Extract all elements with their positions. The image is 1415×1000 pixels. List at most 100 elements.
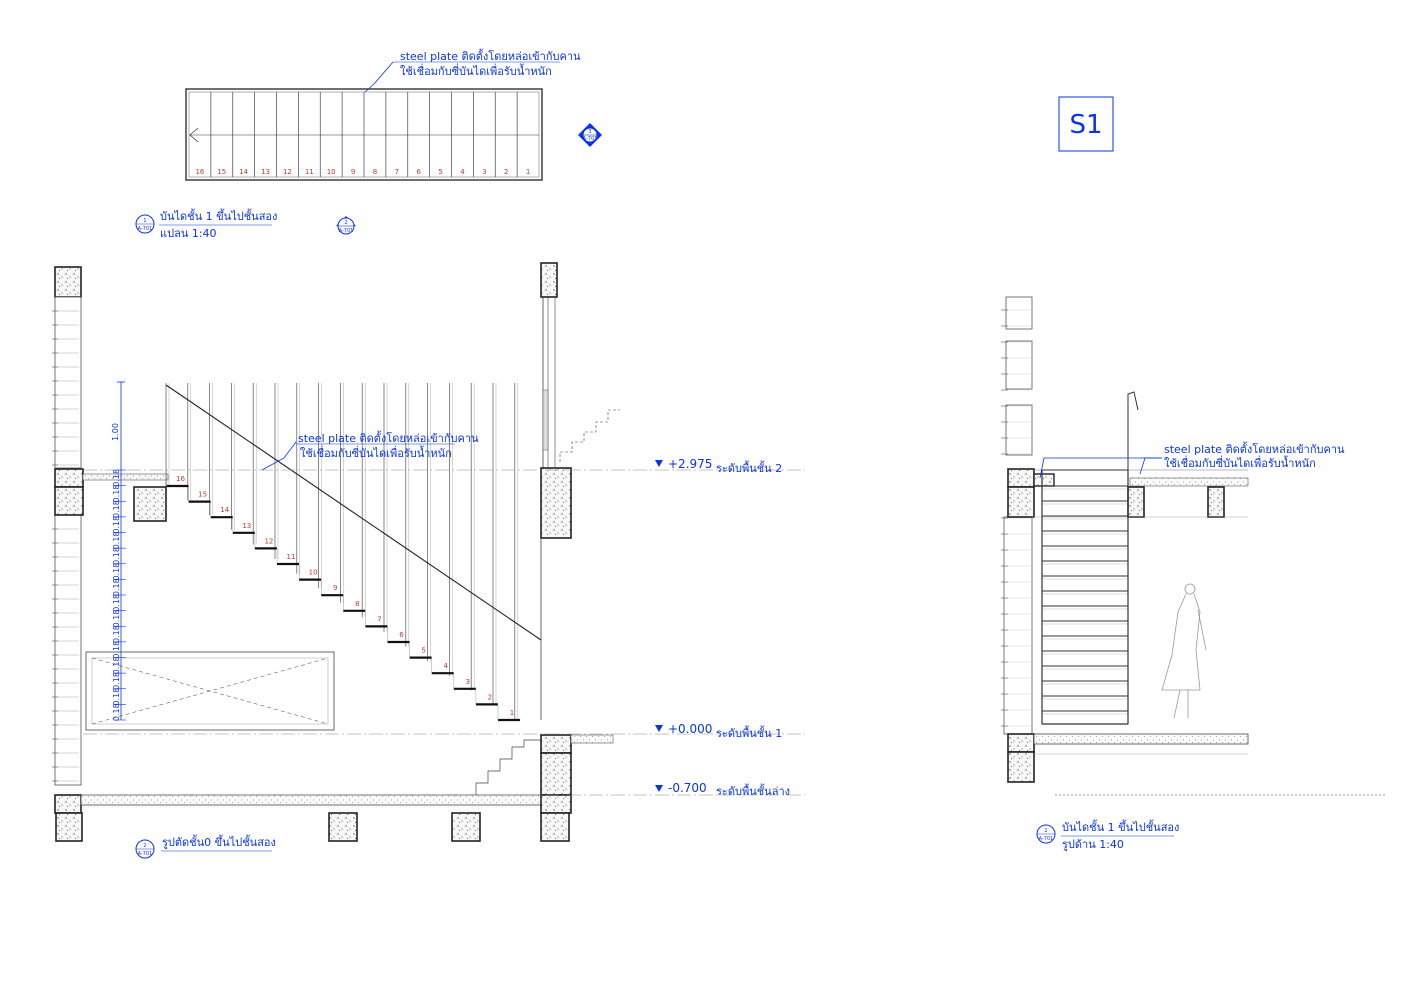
plan-note-line2: ใช้เชื่อมกับซี่บันไดเพื่อรับน้ำหนัก bbox=[400, 63, 552, 78]
plan-step-number: 6 bbox=[416, 168, 421, 176]
riser-dim-text: 0.18 bbox=[112, 531, 121, 549]
section-step-number: 14 bbox=[220, 506, 229, 514]
section-step-number: 11 bbox=[287, 553, 296, 561]
section-marker-num: 3 bbox=[588, 129, 591, 135]
section-title-block: 2 A-701 รูปตัดชั้น0 ขึ้นไปชั้นสอง bbox=[135, 834, 276, 859]
plan-note-line1: steel plate ติดตั้งโดยหล่อเข้ากับคาน bbox=[400, 48, 581, 63]
riser-dim-text: 0.18 bbox=[112, 578, 121, 596]
section-step-number: 2 bbox=[488, 693, 492, 701]
level-value-floor-1: +0.000 bbox=[668, 722, 712, 736]
riser-dim-text: 0.18 bbox=[112, 594, 121, 612]
riser-dim-text: 0.18 bbox=[112, 469, 121, 487]
section-marker[interactable]: 3 A-701 bbox=[578, 123, 602, 147]
riser-dim-text: 0.18 bbox=[112, 547, 121, 565]
riser-dim-text: 0.18 bbox=[112, 641, 121, 659]
section-step-number: 9 bbox=[333, 584, 337, 592]
section-step-number: 6 bbox=[399, 631, 404, 639]
plan-title-block: 1 A-701 บันไดชั้น 1 ขึ้นไปชั้นสอง แปลน 1… bbox=[135, 208, 277, 240]
level-label-floor-2: ระดับพื้นชั้น 2 bbox=[716, 460, 782, 475]
section-step-number: 1 bbox=[510, 709, 514, 717]
elevation-subtitle: รูปด้าน 1:40 bbox=[1062, 838, 1124, 851]
stair-steps bbox=[166, 471, 520, 722]
section-step-number: 8 bbox=[355, 600, 359, 608]
riser-dim-text: 0.18 bbox=[112, 703, 121, 721]
level-mark-basement: -0.700 ระดับพื้นชั้นล่าง bbox=[655, 781, 790, 798]
elevation-treads bbox=[1042, 485, 1128, 725]
level-value-basement: -0.700 bbox=[668, 781, 707, 795]
plan-step-numbers: 16 15 14 13 12 11 10 9 8 7 6 5 4 3 2 1 bbox=[195, 168, 530, 176]
level-value-floor-2: +2.975 bbox=[668, 457, 712, 471]
riser-dim-text: 0.18 bbox=[112, 516, 121, 534]
plan-step-number: 3 bbox=[482, 168, 486, 176]
elevation-note-line1: steel plate ติดตั้งโดยหล่อเข้ากับคาน bbox=[1164, 441, 1345, 456]
section-step-number: 12 bbox=[264, 537, 273, 545]
elevation-ref-sheet: A-701 bbox=[1039, 836, 1054, 842]
sheet-tag: S1 bbox=[1058, 96, 1114, 152]
section-marker-sheet: A-701 bbox=[583, 136, 598, 142]
section-step-number: 15 bbox=[198, 491, 207, 499]
rail-height-dim: 1.00 bbox=[111, 423, 120, 441]
section-ref-num: 2 bbox=[143, 843, 146, 849]
left-wall-courses bbox=[52, 310, 79, 782]
plan-step-number: 12 bbox=[283, 168, 292, 176]
elevation-ref-num: 2 bbox=[1044, 828, 1047, 834]
riser-dim-text: 0.18 bbox=[112, 485, 121, 503]
plan-step-number: 16 bbox=[195, 168, 204, 176]
riser-dim-text: 0.18 bbox=[112, 688, 121, 706]
plan-subtitle: แปลน 1:40 bbox=[160, 227, 217, 240]
plan-step-number: 2 bbox=[504, 168, 508, 176]
section-step-number: 3 bbox=[466, 678, 470, 686]
riser-dim-text: 0.18 bbox=[112, 563, 121, 581]
plan-section-ref-num: 2 bbox=[344, 220, 347, 226]
plan-section-ref-sheet: A-701 bbox=[339, 228, 354, 234]
section-title: รูปตัดชั้น0 ขึ้นไปชั้นสอง bbox=[162, 834, 276, 849]
section-step-number: 10 bbox=[309, 569, 318, 577]
plan-step-number: 7 bbox=[395, 168, 399, 176]
level-label-basement: ระดับพื้นชั้นล่าง bbox=[716, 783, 790, 798]
plan-step-number: 5 bbox=[438, 168, 442, 176]
plan-ref-sheet: A-701 bbox=[138, 226, 153, 232]
plan-step-number: 15 bbox=[217, 168, 226, 176]
plan-step-number: 10 bbox=[327, 168, 336, 176]
plan-step-number: 8 bbox=[373, 168, 377, 176]
elevation-title: บันไดชั้น 1 ขึ้นไปชั้นสอง bbox=[1062, 819, 1179, 834]
riser-dim-text: 0.18 bbox=[112, 656, 121, 674]
section-step-number: 4 bbox=[443, 662, 448, 670]
section-step-number: 16 bbox=[176, 475, 185, 483]
understair-void bbox=[85, 651, 335, 731]
riser-dim-text: 0.18 bbox=[112, 625, 121, 643]
plan-step-number: 14 bbox=[239, 168, 248, 176]
level-mark-floor-2: +2.975 ระดับพื้นชั้น 2 bbox=[655, 457, 782, 475]
riser-dim-text: 0.18 bbox=[112, 672, 121, 690]
elevation-note-line2: ใช้เชื่อมกับซี่บันไดเพื่อรับน้ำหนัก bbox=[1164, 455, 1316, 470]
section-ref-sheet: A-701 bbox=[138, 851, 153, 857]
plan-step-number: 13 bbox=[261, 168, 270, 176]
level-label-floor-1: ระดับพื้นชั้น 1 bbox=[716, 725, 782, 740]
sheet-tag-text: S1 bbox=[1069, 110, 1102, 140]
plan-title: บันไดชั้น 1 ขึ้นไปชั้นสอง bbox=[160, 208, 277, 223]
plan-section-ref[interactable]: 2 A-701 bbox=[336, 216, 356, 235]
plan-ref-num: 1 bbox=[143, 218, 146, 224]
section-step-number: 5 bbox=[421, 647, 425, 655]
balusters bbox=[165, 383, 518, 720]
stair-elevation: steel plate ติดตั้งโดยหล่อเข้ากับคาน ใช้… bbox=[1001, 296, 1385, 851]
section-note-line1: steel plate ติดตั้งโดยหล่อเข้ากับคาน bbox=[298, 430, 479, 445]
level-mark-floor-1: +0.000 ระดับพื้นชั้น 1 bbox=[655, 722, 782, 740]
section-step-number: 7 bbox=[377, 615, 381, 623]
section-note-line2: ใช้เชื่อมกับซี่บันไดเพื่อรับน้ำหนัก bbox=[300, 445, 452, 460]
riser-dim-text: 0.18 bbox=[112, 610, 121, 628]
plan-step-number: 4 bbox=[460, 168, 465, 176]
plan-step-number: 1 bbox=[526, 168, 530, 176]
plan-step-number: 9 bbox=[351, 168, 355, 176]
plan-step-number: 11 bbox=[305, 168, 314, 176]
riser-dim-text: 0.18 bbox=[112, 500, 121, 518]
elevation-title-block: 2 A-701 บันไดชั้น 1 ขึ้นไปชั้นสอง รูปด้า… bbox=[1036, 819, 1179, 851]
elevation-wall-courses bbox=[1001, 309, 1030, 727]
human-scale-figure bbox=[1161, 583, 1207, 719]
section-step-number: 13 bbox=[242, 522, 251, 530]
riser-dimension-string: 1.00 0.180.180.180.180.180.180.180.180.1… bbox=[111, 381, 126, 721]
